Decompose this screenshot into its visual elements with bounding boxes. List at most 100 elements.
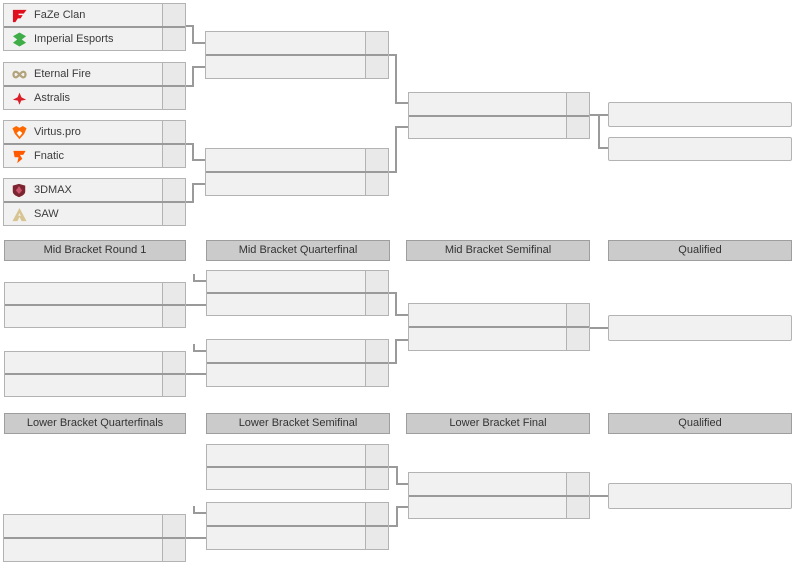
team-slot-empty (4, 537, 185, 561)
fnatic-logo (4, 149, 34, 164)
score-cell (365, 294, 388, 315)
connector (396, 506, 398, 527)
header-lower-bracket-semifinal: Lower Bracket Semifinal (206, 413, 390, 434)
team-slot-virtus-pro[interactable]: Virtus.pro (4, 121, 185, 143)
lower-quarterfinal (3, 514, 186, 562)
upper-qualified-slot-2 (608, 137, 792, 161)
team-name: SAW (34, 208, 59, 220)
team-slot-empty (409, 114, 589, 138)
score-cell (365, 32, 388, 54)
score-cell (365, 503, 388, 525)
team-slot-empty (5, 283, 185, 304)
header-lower-bracket-final: Lower Bracket Final (406, 413, 590, 434)
mid-round1-match-2 (4, 351, 186, 397)
connector (395, 126, 397, 173)
score-cell (566, 116, 589, 138)
team-slot-empty (206, 32, 388, 54)
team-slot-empty (5, 352, 185, 373)
score-cell (162, 121, 185, 143)
connector (396, 466, 398, 485)
score-cell (566, 473, 589, 495)
team-slot-empty (409, 304, 589, 326)
team-slot-empty (409, 326, 589, 350)
header-mid-qualified: Qualified (608, 240, 792, 261)
score-cell (365, 56, 388, 78)
connector (590, 495, 608, 497)
score-cell (365, 173, 388, 195)
header-mid-bracket-quarterfinal: Mid Bracket Quarterfinal (206, 240, 390, 261)
upper-match-1: FaZe Clan Imperial Esports (3, 3, 186, 51)
mid-round1-match-1 (4, 282, 186, 328)
team-slot-empty (207, 362, 388, 386)
connector (395, 339, 397, 364)
score-cell (162, 306, 185, 327)
header-lower-qualified: Qualified (608, 413, 792, 434)
connector (395, 54, 397, 104)
connector (590, 327, 608, 329)
team-name: Eternal Fire (34, 68, 91, 80)
team-slot-empty (5, 304, 185, 327)
lower-semifinal-1 (206, 444, 389, 490)
astralis-logo (4, 91, 34, 106)
score-cell (365, 364, 388, 386)
mid-semifinal (408, 303, 590, 351)
connector (192, 66, 194, 87)
virtus-pro-logo (4, 125, 34, 140)
team-slot-empty (207, 503, 388, 525)
team-slot-empty (207, 340, 388, 362)
upper-semifinal-2 (205, 148, 389, 196)
eternal-fire-logo (4, 67, 34, 82)
connector (193, 274, 195, 282)
connector (389, 171, 397, 173)
score-cell (162, 179, 185, 201)
connector (186, 304, 206, 306)
connector (395, 126, 408, 128)
upper-match-3: Virtus.pro Fnatic (3, 120, 186, 168)
connector (186, 85, 194, 87)
connector (395, 292, 397, 316)
connector (389, 466, 398, 468)
imperial-esports-logo (4, 31, 34, 47)
team-slot-empty (206, 149, 388, 171)
score-cell (162, 145, 185, 167)
connector (193, 350, 206, 352)
score-cell (162, 283, 185, 304)
connector (395, 339, 408, 341)
connector (186, 25, 194, 27)
team-slot-empty (5, 373, 185, 396)
upper-semifinal-1 (205, 31, 389, 79)
team-slot-fnatic[interactable]: Fnatic (4, 143, 185, 167)
score-cell (365, 445, 388, 466)
score-cell (162, 203, 185, 225)
team-slot-empty (409, 93, 589, 115)
connector (186, 201, 194, 203)
score-cell (365, 271, 388, 292)
connector (192, 66, 205, 68)
team-slot-empty (207, 445, 388, 466)
team-slot-saw[interactable]: SAW (4, 201, 185, 225)
connector (598, 147, 608, 149)
team-slot-imperial[interactable]: Imperial Esports (4, 26, 185, 50)
lower-qualified-slot (608, 483, 792, 509)
team-slot-empty (207, 466, 388, 489)
score-cell (162, 63, 185, 85)
connector (186, 143, 194, 145)
faze-clan-logo (4, 8, 34, 23)
connector (192, 183, 205, 185)
team-name: Imperial Esports (34, 33, 114, 45)
team-slot-astralis[interactable]: Astralis (4, 85, 185, 109)
score-cell (162, 515, 185, 537)
score-cell (365, 149, 388, 171)
score-cell (162, 375, 185, 396)
connector (389, 362, 397, 364)
team-slot-eternal-fire[interactable]: Eternal Fire (4, 63, 185, 85)
score-cell (162, 4, 185, 26)
team-slot-empty (207, 292, 388, 315)
connector (192, 25, 194, 44)
team-name: FaZe Clan (34, 9, 86, 21)
score-cell (162, 87, 185, 109)
score-cell (365, 527, 388, 549)
team-slot-faze-clan[interactable]: FaZe Clan (4, 4, 185, 26)
team-slot-empty (206, 54, 388, 78)
team-slot-3dmax[interactable]: 3DMAX (4, 179, 185, 201)
